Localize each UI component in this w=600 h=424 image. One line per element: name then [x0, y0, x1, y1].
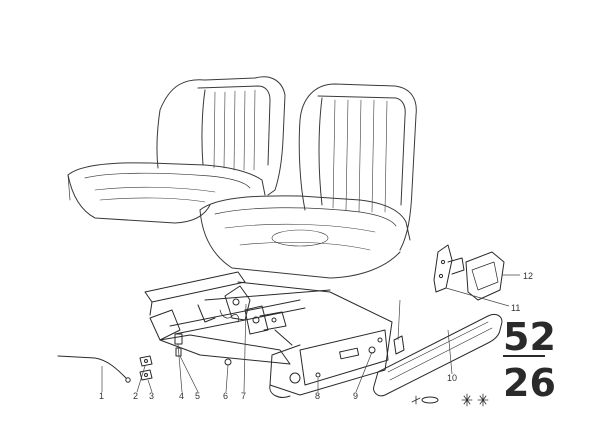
leader-lines [101, 274, 520, 393]
seat-frame [144, 271, 393, 398]
callout-9: 9 [353, 391, 358, 401]
callout-6: 6 [223, 391, 228, 401]
callout-2: 2 [133, 391, 138, 401]
callout-10: 10 [447, 373, 457, 383]
group-code-sub: 26 [503, 361, 556, 405]
callout-11: 11 [511, 303, 520, 313]
group-code: 52 26 [503, 315, 556, 405]
small-parts [57, 244, 505, 407]
callout-3: 3 [149, 391, 154, 401]
right-seat [199, 83, 417, 279]
left-seat [67, 76, 286, 224]
callout-labels: 1 2 3 4 5 6 7 8 9 10 11 12 [99, 271, 533, 401]
callout-5: 5 [195, 391, 200, 401]
callout-8: 8 [315, 391, 320, 401]
callout-4: 4 [179, 391, 184, 401]
group-code-main: 52 [503, 315, 556, 359]
callout-12: 12 [523, 271, 533, 281]
callout-7: 7 [241, 391, 246, 401]
callout-1: 1 [99, 391, 104, 401]
